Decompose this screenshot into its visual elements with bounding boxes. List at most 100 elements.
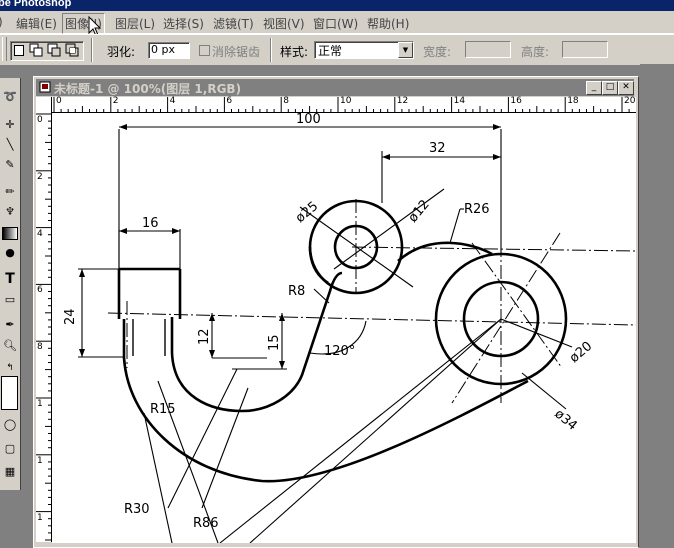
new-selection-icon[interactable] bbox=[14, 45, 24, 56]
h-ruler-label: 4 bbox=[169, 96, 176, 106]
eyedropper-2-icon[interactable]: ✒ bbox=[5, 318, 15, 331]
h-ruler-label: 12 bbox=[396, 96, 409, 106]
shape-tool-icon[interactable]: ▭ bbox=[4, 293, 16, 306]
type-tool-icon[interactable]: T bbox=[5, 271, 15, 287]
v-ruler-label: 4 bbox=[37, 228, 43, 239]
add-selection-icon[interactable] bbox=[29, 43, 45, 58]
h-ruler-label: 16 bbox=[510, 96, 522, 106]
options-separator bbox=[91, 38, 93, 62]
dimension-labels: 100 32 16 24 12 15 ø25 ø12 R26 R8 120° ø… bbox=[63, 113, 595, 531]
dim-r15: R15 bbox=[150, 402, 176, 417]
dim-r26: R26 bbox=[464, 202, 490, 217]
burn-tool-icon[interactable]: ● bbox=[5, 246, 15, 259]
chevron-down-icon[interactable]: ▼ bbox=[398, 42, 413, 58]
dim-r8: R8 bbox=[288, 284, 305, 299]
document-title: 未标题-1 @ 100%(图层 1,RGB) bbox=[54, 82, 242, 96]
h-ruler-label: 8 bbox=[283, 96, 289, 106]
menu-window[interactable]: 窗口(W) bbox=[313, 17, 359, 31]
document-title-bar[interactable]: 未标题-1 @ 100%(图层 1,RGB) _ □ ✕ bbox=[36, 79, 634, 96]
dim-15: 15 bbox=[267, 334, 282, 351]
jump-to-icon[interactable]: ▦ bbox=[4, 465, 16, 478]
width-label: 宽度: bbox=[423, 45, 452, 59]
dim-phi12: ø12 bbox=[406, 197, 433, 225]
v-ruler-label: 1 bbox=[37, 455, 43, 466]
dim-phi20: ø20 bbox=[567, 339, 595, 366]
horizontal-ruler-ticks bbox=[53, 97, 630, 112]
style-select[interactable]: 正常 ▼ bbox=[314, 41, 414, 59]
height-label: 高度: bbox=[521, 45, 550, 59]
v-ruler-label: 6 bbox=[37, 285, 43, 296]
feather-label: 羽化: bbox=[107, 45, 136, 59]
antialias-checkbox[interactable] bbox=[199, 45, 210, 56]
h-ruler-label: 20 bbox=[624, 96, 636, 106]
options-grip bbox=[2, 37, 7, 61]
h-ruler-label: 10 bbox=[340, 96, 352, 106]
maximize-icon[interactable]: □ bbox=[602, 81, 618, 95]
toolbox: ➰ ✛ ╲ ✎ ✏ ♆ ● T ▭ ✒ 🔍︎ ↰ ◯ ▢ ▦ bbox=[0, 78, 21, 490]
width-input[interactable] bbox=[465, 41, 511, 58]
subtract-selection-icon[interactable] bbox=[47, 43, 63, 58]
dim-32: 32 bbox=[429, 141, 446, 156]
dim-12: 12 bbox=[197, 328, 212, 345]
feather-input[interactable]: 0 px bbox=[148, 42, 190, 59]
intersect-selection-icon[interactable] bbox=[65, 43, 81, 58]
h-ruler-label: 18 bbox=[567, 96, 579, 106]
v-ruler-label: 0 bbox=[37, 115, 43, 125]
dim-phi34: ø34 bbox=[551, 407, 579, 434]
part-outline bbox=[117, 199, 568, 483]
stamp-tool-icon[interactable]: ♆ bbox=[5, 205, 15, 218]
v-ruler-label: 8 bbox=[37, 342, 43, 353]
document-canvas[interactable]: 100 32 16 24 12 15 ø25 ø12 R26 R8 120° ø… bbox=[52, 113, 636, 543]
menu-view[interactable]: 视图(V) bbox=[263, 17, 305, 31]
screen-mode-icon[interactable]: ▢ bbox=[4, 442, 16, 455]
menu-help[interactable]: 帮助(H) bbox=[367, 17, 410, 31]
document-icon bbox=[39, 81, 51, 93]
menu-edit[interactable]: 编辑(E) bbox=[16, 17, 57, 31]
workspace-background bbox=[640, 64, 674, 535]
wand-tool-icon[interactable]: ╲ bbox=[6, 138, 14, 151]
v-ruler-label: 1 bbox=[37, 512, 43, 523]
vertical-ruler-ticks bbox=[36, 113, 51, 541]
style-value: 正常 bbox=[318, 44, 343, 58]
menu-filter[interactable]: 滤镜(T) bbox=[213, 17, 254, 31]
menu-layer[interactable]: 图层(L) bbox=[115, 17, 156, 31]
center-lines bbox=[107, 199, 636, 404]
dim-16: 16 bbox=[142, 216, 159, 231]
dim-100: 100 bbox=[296, 113, 321, 127]
antialias-label: 消除锯齿 bbox=[212, 45, 261, 59]
v-ruler-label: 2 bbox=[37, 171, 43, 182]
style-label: 样式: bbox=[280, 45, 309, 59]
h-ruler-label: 2 bbox=[112, 96, 119, 106]
zoom-tool-icon[interactable]: 🔍︎ bbox=[3, 339, 17, 352]
menu-bar: ) 编辑(E) 图像(I) 图层(L) 选择(S) 滤镜(T) 视图(V) 窗口… bbox=[0, 11, 674, 34]
app-title: be Photoshop bbox=[0, 0, 72, 9]
horizontal-ruler[interactable]: 0 2 4 6 8 10 12 14 16 18 20 bbox=[52, 96, 636, 113]
eyedropper-tool-icon[interactable]: ✎ bbox=[5, 158, 15, 171]
swap-colors-icon[interactable]: ↰ bbox=[6, 363, 14, 373]
close-icon[interactable]: ✕ bbox=[618, 81, 634, 95]
menu-select[interactable]: 选择(S) bbox=[163, 17, 204, 31]
h-ruler-label: 14 bbox=[453, 96, 466, 106]
h-ruler-label: 6 bbox=[226, 96, 233, 106]
minimize-icon[interactable]: _ bbox=[586, 81, 602, 95]
pencil-tool-icon[interactable]: ✏ bbox=[5, 185, 15, 198]
ruler-origin[interactable] bbox=[36, 97, 52, 113]
gradient-tool-icon[interactable] bbox=[1, 224, 19, 241]
h-ruler-label: 0 bbox=[56, 96, 62, 106]
dimension-arrows bbox=[79, 124, 501, 369]
dim-120: 120° bbox=[324, 344, 355, 359]
dim-24: 24 bbox=[63, 308, 78, 325]
standard-mode-icon[interactable]: ◯ bbox=[3, 418, 17, 431]
options-separator-2 bbox=[270, 38, 272, 62]
dimension-lines bbox=[78, 126, 573, 543]
move-tool-icon[interactable]: ✛ bbox=[5, 118, 15, 131]
height-input[interactable] bbox=[562, 41, 608, 58]
background-color-swatch[interactable] bbox=[1, 376, 18, 410]
app-title-bar: be Photoshop bbox=[0, 0, 674, 11]
options-bar: 羽化: 0 px 消除锯齿 样式: 正常 ▼ 宽度: 高度: bbox=[0, 34, 674, 66]
menu-fragment: ) bbox=[0, 15, 3, 29]
selection-mode-group bbox=[10, 41, 84, 61]
lasso-tool-icon[interactable]: ➰ bbox=[3, 90, 17, 103]
